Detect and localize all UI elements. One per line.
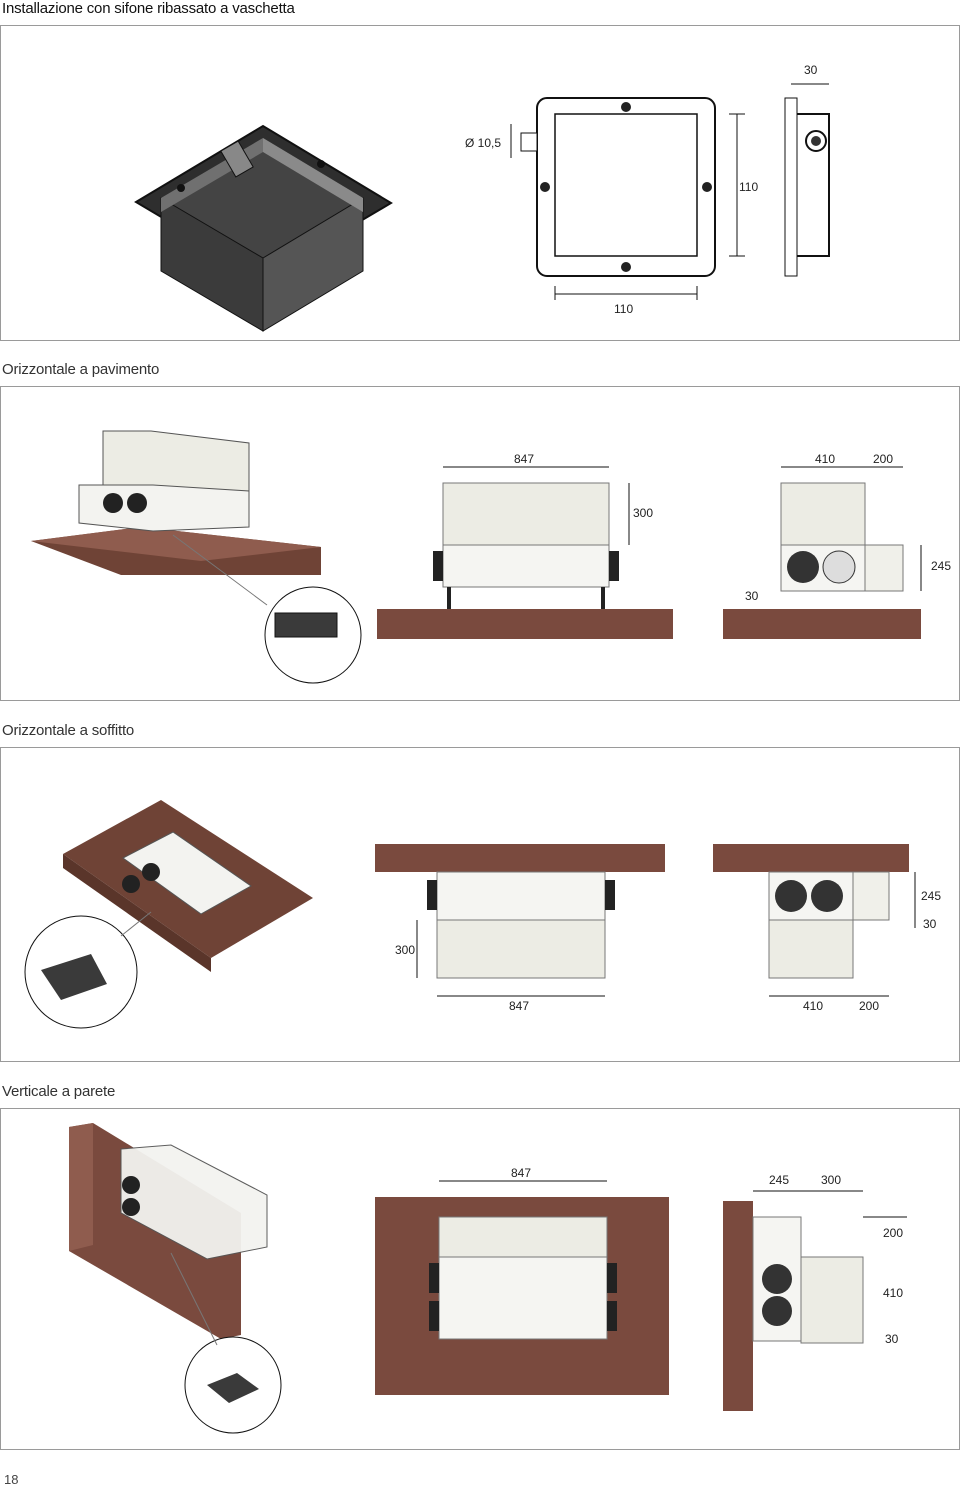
sifone-drawings: 30 Ø 10,5 110 110 [134, 63, 830, 332]
dim-diameter: Ø 10,5 [465, 136, 501, 150]
pavimento-iso-view [31, 430, 362, 684]
dim-300: 300 [821, 1173, 841, 1187]
parete-drawings: 847 245 300 200 410 30 [69, 1123, 907, 1434]
soffitto-front-view [375, 844, 665, 997]
dim-847: 847 [514, 452, 534, 466]
sifone-top-view [510, 97, 745, 300]
section-title-pavimento: Orizzontale a pavimento [2, 361, 160, 378]
dim-245: 245 [931, 559, 951, 573]
dim-30: 30 [885, 1332, 899, 1346]
dim-245: 245 [921, 889, 941, 903]
parete-side-view [723, 1190, 907, 1411]
panel-parete: 847 245 300 200 410 30 [0, 1108, 960, 1450]
parete-iso-view [69, 1123, 282, 1434]
dim-300: 300 [633, 506, 653, 520]
soffitto-iso-view [24, 800, 313, 1029]
section-title-sifone: Installazione con sifone ribassato a vas… [2, 0, 295, 17]
dim-410: 410 [803, 999, 823, 1013]
panel-soffitto: 245 30 300 847 410 200 [0, 747, 960, 1062]
soffitto-side-view [713, 844, 916, 997]
pavimento-front-view [377, 466, 673, 639]
dim-200: 200 [873, 452, 893, 466]
pavimento-drawings: 847 410 200 300 245 30 [31, 430, 951, 684]
dim-30: 30 [923, 917, 937, 931]
soffitto-drawings: 245 30 300 847 410 200 [24, 800, 941, 1029]
panel-pavimento: 847 410 200 300 245 30 [0, 386, 960, 701]
sifone-side-view [784, 83, 830, 277]
parete-front-view [375, 1180, 669, 1395]
dim-30: 30 [745, 589, 759, 603]
panel-sifone: 30 Ø 10,5 110 110 [0, 25, 960, 341]
dim-847: 847 [509, 999, 529, 1013]
pavimento-side-view [723, 466, 922, 639]
dim-410: 410 [883, 1286, 903, 1300]
dim-200: 200 [859, 999, 879, 1013]
dim-300: 300 [395, 943, 415, 957]
dim-height-110: 110 [739, 180, 758, 194]
sifone-iso-view [134, 124, 393, 332]
dim-30: 30 [804, 63, 818, 77]
page-number: 18 [4, 1472, 19, 1487]
dim-200: 200 [883, 1226, 903, 1240]
dim-245: 245 [769, 1173, 789, 1187]
section-title-parete: Verticale a parete [2, 1083, 116, 1100]
section-title-soffitto: Orizzontale a soffitto [2, 722, 135, 739]
dim-width-110: 110 [614, 302, 633, 316]
dim-847: 847 [511, 1166, 531, 1180]
dim-410: 410 [815, 452, 835, 466]
